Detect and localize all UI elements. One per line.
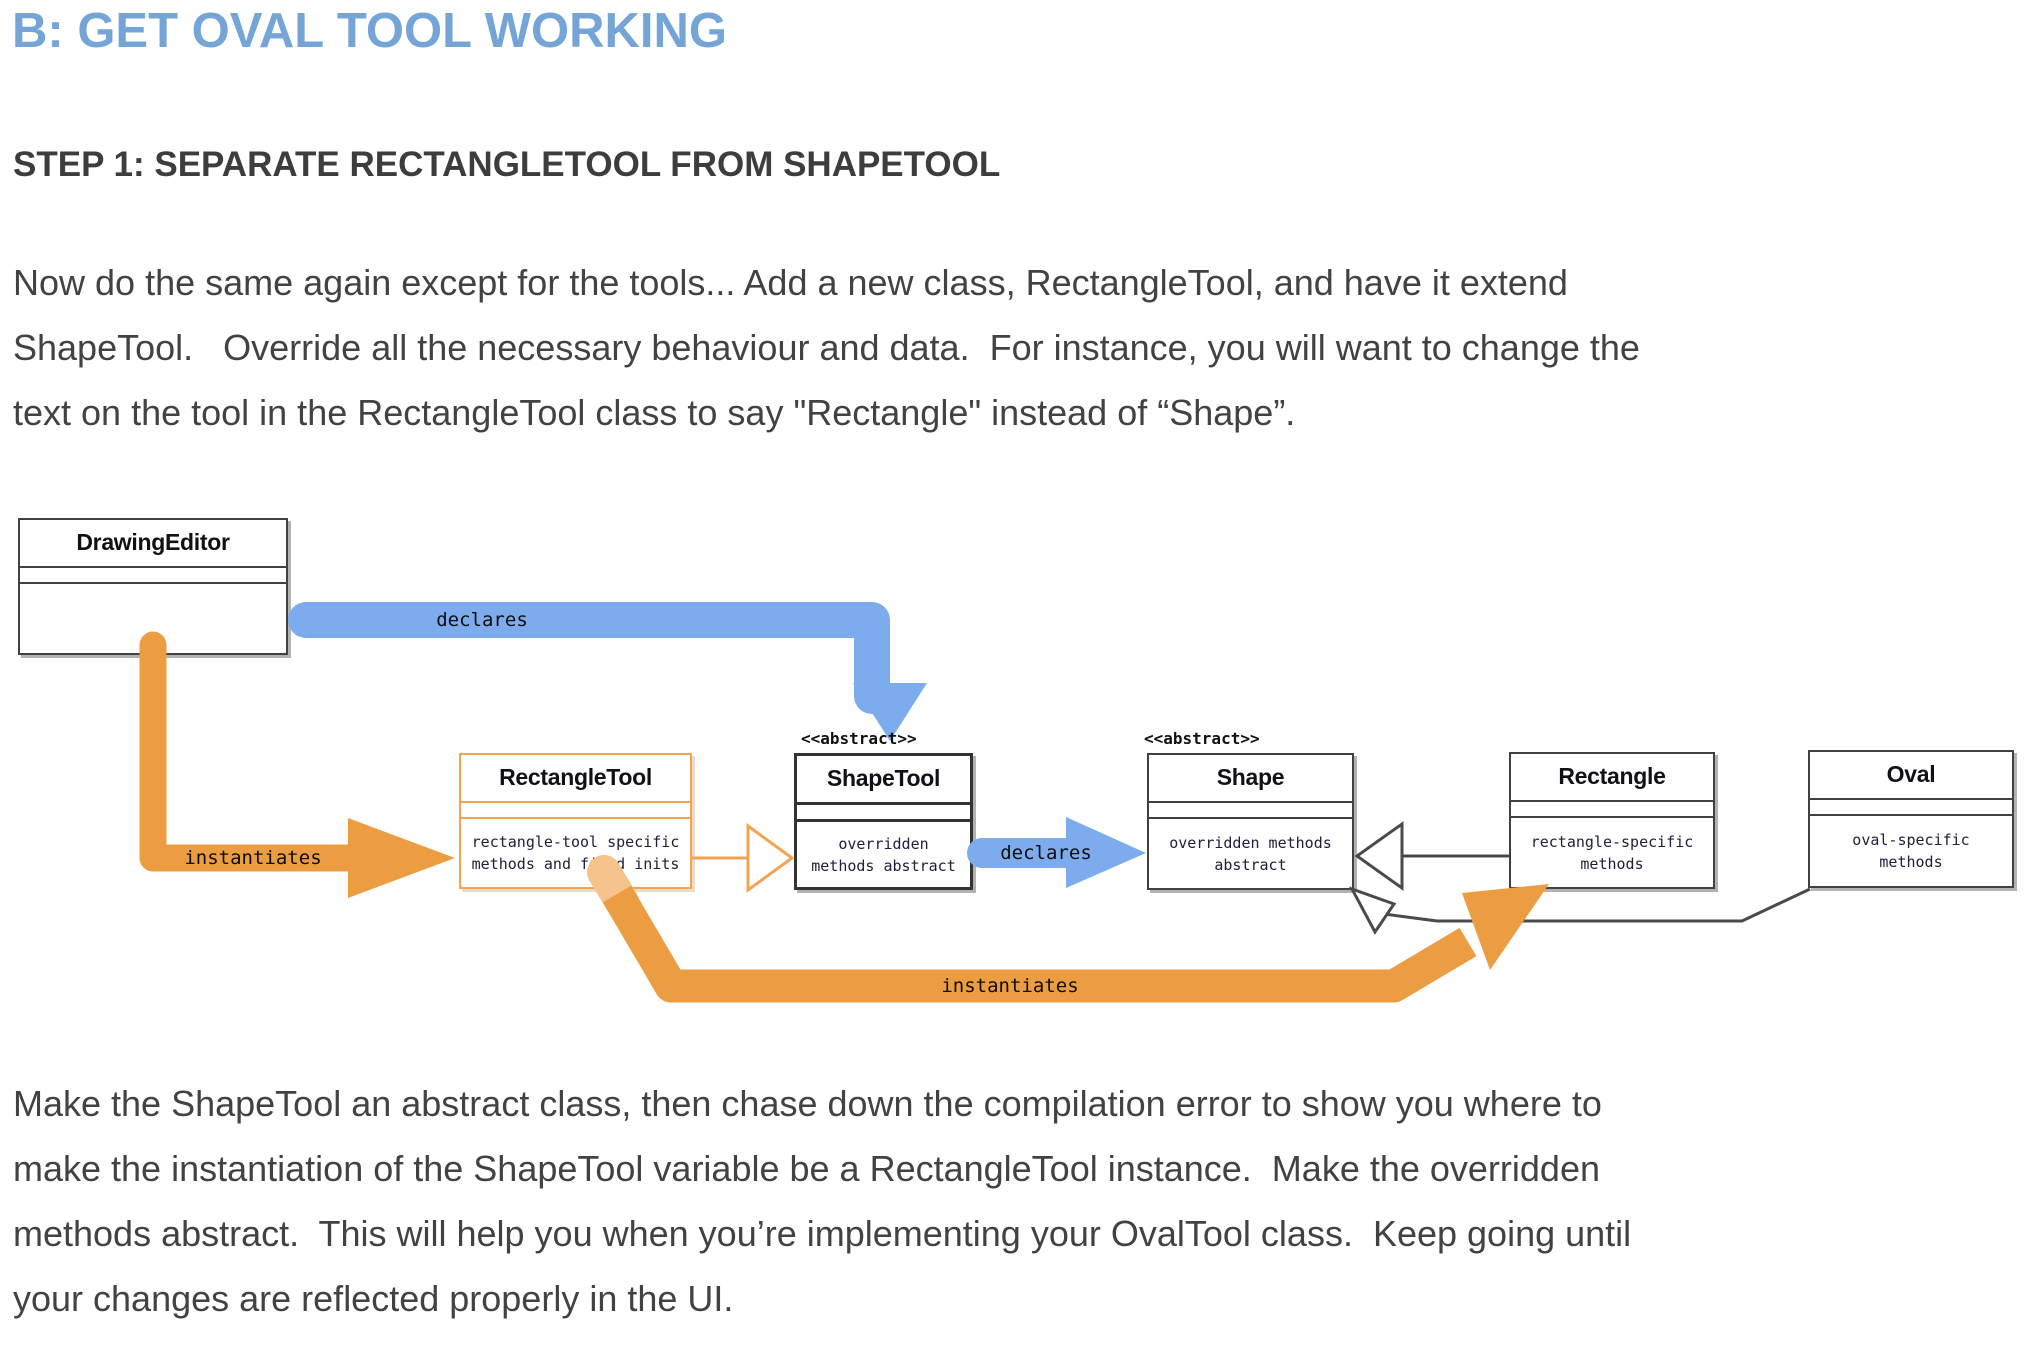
declares-label-top: declares bbox=[436, 609, 528, 631]
paragraph-line: your changes are reflected properly in t… bbox=[13, 1278, 734, 1319]
class-box-rectangle: Rectangle rectangle-specific methods bbox=[1509, 752, 1715, 889]
class-fields-compartment bbox=[797, 805, 970, 822]
class-fields-compartment bbox=[1149, 803, 1352, 819]
class-title: ShapeTool bbox=[797, 756, 970, 805]
page-title: B: GET OVAL TOOL WORKING bbox=[12, 4, 728, 58]
class-fields-compartment bbox=[461, 803, 690, 819]
class-methods-compartment bbox=[20, 584, 286, 653]
class-methods-compartment: oval-specific methods bbox=[1852, 831, 1970, 871]
paragraph-1: Now do the same again except for the too… bbox=[13, 250, 1640, 445]
inheritance-rectangle-to-shape bbox=[1354, 821, 1509, 891]
uml-diagram: DrawingEditor RectangleTool rectangle-to… bbox=[0, 500, 2040, 1060]
class-methods-compartment: rectangle-tool specific methods and fiel… bbox=[471, 833, 680, 873]
class-methods-compartment: rectangle-specific methods bbox=[1530, 832, 1694, 873]
class-title: Rectangle bbox=[1511, 754, 1713, 802]
class-fields-compartment bbox=[1810, 800, 2012, 816]
class-box-oval: Oval oval-specific methods bbox=[1808, 750, 2014, 888]
paragraph-line: Make the ShapeTool an abstract class, th… bbox=[13, 1083, 1602, 1124]
class-title: Oval bbox=[1810, 752, 2012, 800]
class-box-shapetool: ShapeTool overridden methods abstract bbox=[794, 753, 973, 890]
paragraph-line: methods abstract. This will help you whe… bbox=[13, 1213, 1632, 1254]
declares-arrow-drawingeditor-to-shapetool bbox=[288, 602, 927, 741]
class-fields-compartment bbox=[20, 568, 286, 584]
declares-label-mid: declares bbox=[1000, 842, 1092, 864]
paragraph-line: Now do the same again except for the too… bbox=[13, 262, 1568, 303]
stereotype-abstract-shape: <<abstract>> bbox=[1144, 729, 1260, 748]
paragraph-2: Make the ShapeTool an abstract class, th… bbox=[13, 1071, 1631, 1331]
class-title: DrawingEditor bbox=[20, 520, 286, 568]
paragraph-line: make the instantiation of the ShapeTool … bbox=[13, 1148, 1600, 1189]
paragraph-line: text on the tool in the RectangleTool cl… bbox=[13, 392, 1296, 433]
inheritance-rectangletool-to-shapetool bbox=[692, 823, 795, 893]
class-box-shape: Shape overridden methods abstract bbox=[1147, 753, 1354, 890]
class-box-drawingeditor: DrawingEditor bbox=[18, 518, 288, 655]
step-heading: STEP 1: SEPARATE RECTANGLETOOL FROM SHAP… bbox=[13, 145, 1001, 184]
class-title: Shape bbox=[1149, 755, 1352, 803]
paragraph-line: ShapeTool. Override all the necessary be… bbox=[13, 327, 1640, 368]
instantiates-arrow-rectangletool-to-rectangle bbox=[587, 855, 1549, 1003]
instantiates-label-left: instantiates bbox=[184, 847, 322, 869]
instantiates-label-bottom: instantiates bbox=[941, 975, 1079, 997]
class-methods-compartment: overridden methods abstract bbox=[1169, 833, 1332, 874]
class-fields-compartment bbox=[1511, 802, 1713, 818]
class-box-rectangletool: RectangleTool rectangle-tool specific me… bbox=[459, 753, 692, 889]
class-methods-compartment: overridden methods abstract bbox=[811, 834, 956, 875]
class-title: RectangleTool bbox=[461, 755, 690, 803]
stereotype-abstract-shapetool: <<abstract>> bbox=[801, 729, 917, 748]
inheritance-oval-to-shape bbox=[1348, 886, 1811, 935]
